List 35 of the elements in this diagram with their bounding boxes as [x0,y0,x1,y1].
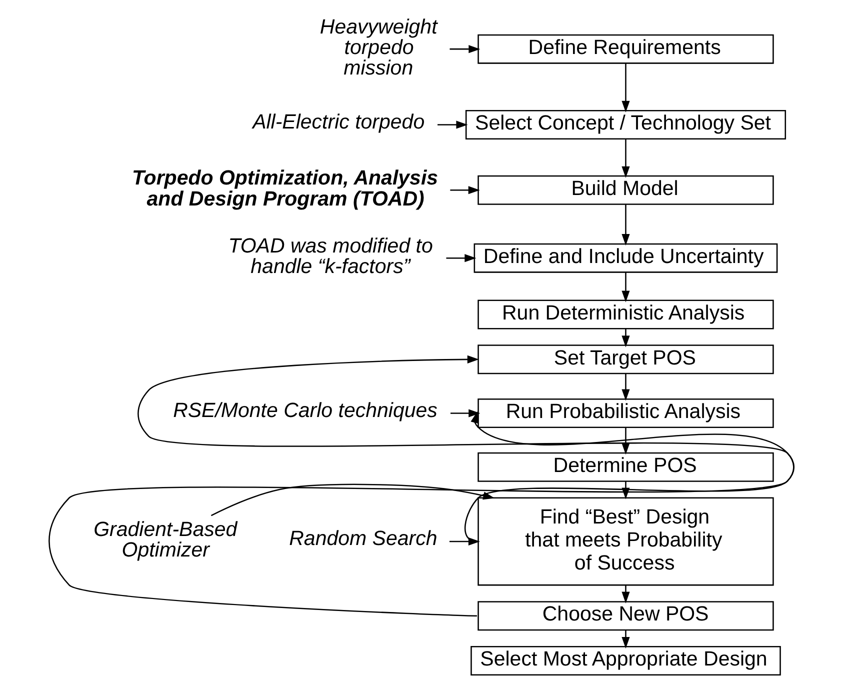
node-box: Define Requirements [478,34,774,64]
arrow [622,585,630,604]
arrow [450,45,480,54]
arrow [622,272,630,302]
arrow [622,63,630,112]
arrow [622,204,630,246]
node-text: Torpedo Optimization, Analysis and Design Program (TOAD) [132,166,438,210]
node-text: Random Search [289,527,438,550]
arrow [450,186,480,194]
arrow [446,254,476,262]
arrow [210,484,495,516]
node-box: Select Most Appropriate Design [470,646,781,676]
node-box: Choose New POS [478,601,774,631]
node-text: TOAD was modified to handle “k-factors” [228,234,433,278]
node-box: Run Probabilistic Analysis [478,398,774,428]
arrow [622,328,630,348]
node-box: Run Deterministic Analysis [478,300,774,330]
arrow [450,409,480,418]
node-text: Heavyweight torpedo mission [320,15,438,80]
arrow [622,630,630,649]
arrow [622,374,630,401]
node-text: Gradient-Based Optimizer [94,518,238,562]
arrow [438,120,468,129]
node-box: Determine POS [478,452,774,482]
arrow [449,537,480,546]
node-box: Select Concept / Technology Set [465,110,786,140]
node-box: Find “Best” Design that meets Probability of Success [478,497,774,586]
node-box: Build Model [478,175,774,205]
node-box: Set Target POS [478,344,774,374]
arrow [622,139,630,178]
node-box: Define and Include Uncertainty [474,243,778,273]
arrow [622,427,630,455]
arrow [48,355,794,616]
node-text: RSE/Monte Carlo techniques [173,398,438,422]
node-text: All-Electric torpedo [252,110,425,134]
